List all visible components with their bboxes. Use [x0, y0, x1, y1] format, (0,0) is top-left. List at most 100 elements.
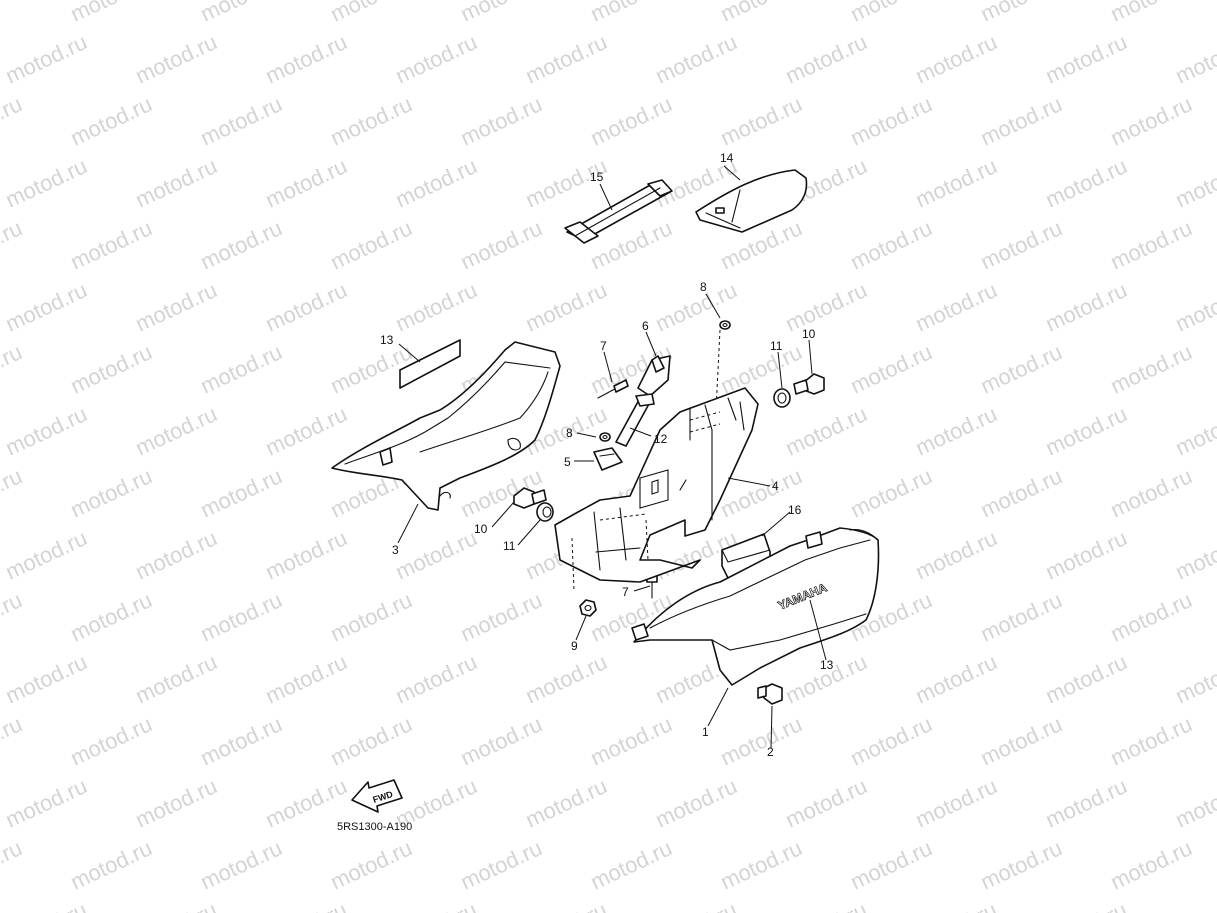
- watermark-text: motod.ru: [2, 153, 91, 212]
- watermark-text: motod.ru: [847, 835, 936, 894]
- watermark-text: motod.ru: [132, 29, 221, 88]
- watermark-text: motod.ru: [587, 711, 676, 770]
- watermark-text: motod.ru: [1042, 277, 1131, 336]
- watermark-text: motod.ru: [652, 29, 741, 88]
- leader-lines: [397, 165, 827, 749]
- callout-16: 16: [788, 503, 802, 517]
- watermark-text: motod.ru: [392, 649, 481, 708]
- watermark-text: motod.ru: [197, 339, 286, 398]
- watermark-text: motod.ru: [132, 153, 221, 212]
- watermark-text: motod.ru: [2, 29, 91, 88]
- watermark-text: motod.ru: [132, 897, 221, 913]
- watermark-text: motod.ru: [1107, 463, 1196, 522]
- watermark-text: motod.ru: [1172, 401, 1217, 460]
- watermark-text: motod.ru: [197, 91, 286, 150]
- watermark-text: motod.ru: [912, 153, 1001, 212]
- callout-13: 13: [380, 333, 394, 347]
- callout-5: 5: [564, 455, 571, 469]
- watermark-text: motod.ru: [197, 587, 286, 646]
- watermark-text: motod.ru: [2, 897, 91, 913]
- watermark-text: motod.ru: [847, 711, 936, 770]
- watermark-text: motod.ru: [522, 773, 611, 832]
- watermark-text: motod.ru: [67, 711, 156, 770]
- watermark-text: motod.ru: [1042, 401, 1131, 460]
- watermark-text: motod.ru: [2, 277, 91, 336]
- callout-11: 11: [503, 539, 516, 553]
- watermark-text: motod.ru: [132, 277, 221, 336]
- watermark-text: motod.ru: [1107, 835, 1196, 894]
- watermark-text: motod.ru: [912, 525, 1001, 584]
- part-12-band: [615, 393, 655, 447]
- watermark-text: motod.ru: [327, 0, 416, 27]
- watermark-text: motod.ru: [1107, 711, 1196, 770]
- watermark-text: motod.ru: [327, 91, 416, 150]
- watermark-text: motod.ru: [0, 91, 26, 150]
- watermark-text: motod.ru: [977, 587, 1066, 646]
- watermark-text: motod.ru: [262, 525, 351, 584]
- watermark-text: motod.ru: [717, 0, 806, 27]
- watermark-text: motod.ru: [847, 463, 936, 522]
- part-8-washer-lower: [599, 432, 611, 442]
- watermark-text: motod.ru: [1172, 29, 1217, 88]
- watermark-text: motod.ru: [1107, 339, 1196, 398]
- watermark-text: motod.ru: [1042, 773, 1131, 832]
- watermark-text: motod.ru: [457, 215, 546, 274]
- watermark-text: motod.ru: [2, 525, 91, 584]
- callout-4: 4: [772, 479, 779, 493]
- callout-15: 15: [590, 170, 604, 184]
- watermark-text: motod.ru: [327, 835, 416, 894]
- watermark-text: motod.ru: [392, 153, 481, 212]
- watermark-text: motod.ru: [1172, 897, 1217, 913]
- callout-14: 14: [720, 151, 734, 165]
- watermark-text: motod.ru: [0, 711, 26, 770]
- callout-2: 2: [767, 745, 774, 759]
- watermark-text: motod.ru: [132, 773, 221, 832]
- watermark-text: motod.ru: [587, 0, 676, 27]
- watermark-text: motod.ru: [652, 773, 741, 832]
- watermark-text: motod.ru: [522, 897, 611, 913]
- watermark-text: motod.ru: [1042, 29, 1131, 88]
- diagram-code: 5RS1300-A190: [337, 821, 412, 833]
- part-2-screw: [757, 683, 783, 705]
- watermark-text: motod.ru: [67, 215, 156, 274]
- part-11-grommet-right: [773, 388, 791, 408]
- watermark-text: motod.ru: [2, 649, 91, 708]
- watermark-text: motod.ru: [1107, 91, 1196, 150]
- callout-7: 7: [600, 339, 607, 353]
- watermark-text: motod.ru: [1172, 773, 1217, 832]
- watermark-text: motod.ru: [392, 29, 481, 88]
- watermark-text: motod.ru: [977, 463, 1066, 522]
- watermark-text: motod.ru: [977, 711, 1066, 770]
- watermark-text: motod.ru: [977, 0, 1066, 27]
- callout-8: 8: [700, 280, 707, 294]
- watermark-text: motod.ru: [197, 711, 286, 770]
- callout-7: 7: [622, 585, 629, 599]
- watermark-text: motod.ru: [0, 587, 26, 646]
- watermark-text: motod.ru: [2, 773, 91, 832]
- watermark-text: motod.ru: [0, 339, 26, 398]
- watermark-text: motod.ru: [327, 711, 416, 770]
- watermark-text: motod.ru: [522, 277, 611, 336]
- watermark-text: motod.ru: [327, 215, 416, 274]
- watermark-text: motod.ru: [1172, 649, 1217, 708]
- watermark-text: motod.ru: [0, 215, 26, 274]
- watermark-text: motod.ru: [0, 0, 26, 27]
- watermark-text: motod.ru: [67, 339, 156, 398]
- fwd-arrow-icon: FWD: [351, 779, 403, 813]
- part-14-pad: [695, 169, 808, 233]
- part-5-clip: [593, 447, 623, 471]
- watermark-text: motod.ru: [2, 401, 91, 460]
- watermark-text: motod.ru: [197, 215, 286, 274]
- watermark-text: motod.ru: [392, 525, 481, 584]
- watermark-text: motod.ru: [652, 897, 741, 913]
- part-1-right-cover: YAMAHA: [631, 527, 880, 686]
- watermark-text: motod.ru: [1172, 153, 1217, 212]
- watermark-text: motod.ru: [912, 277, 1001, 336]
- watermark-text: motod.ru: [522, 649, 611, 708]
- watermark-text: motod.ru: [67, 463, 156, 522]
- watermark-text: motod.ru: [67, 0, 156, 27]
- watermark-text: motod.ru: [132, 401, 221, 460]
- part-9-nut: [579, 599, 597, 617]
- watermark-text: motod.ru: [847, 339, 936, 398]
